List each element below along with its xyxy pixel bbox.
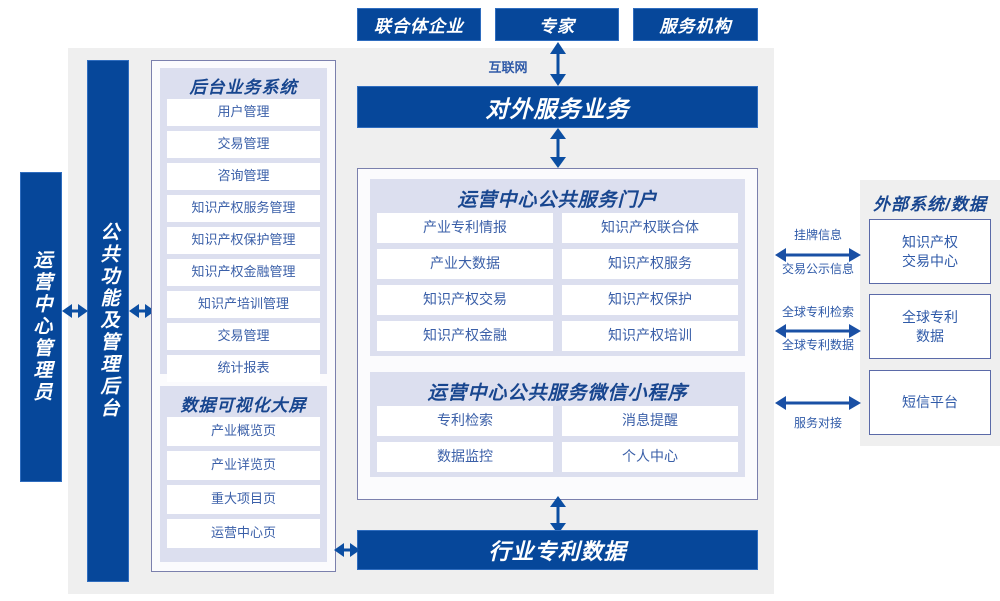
actor-label: 专家 — [539, 17, 575, 36]
industry-patent-data-label: 行业专利数据 — [488, 539, 627, 564]
actor-label: 服务机构 — [659, 17, 732, 36]
portal-item[interactable]: 知识产权保护 — [562, 285, 738, 315]
portal-item[interactable]: 知识产权培训 — [562, 321, 738, 351]
external-arrow-label-patent-data: 全球专利数据 — [781, 338, 854, 352]
backend-system-item[interactable]: 交易管理 — [167, 323, 320, 350]
portal-item[interactable]: 知识产权金融 — [377, 321, 553, 351]
operator-admin-bar[interactable]: 运营中心管理员 — [20, 172, 62, 482]
external-arrow-label-service-docking: 服务对接 — [793, 416, 842, 430]
external-box-sms-platform[interactable]: 短信平台 — [869, 370, 991, 435]
backend-system-item[interactable]: 知识产权服务管理 — [167, 195, 320, 222]
backend-system-item[interactable]: 知识产培训管理 — [167, 291, 320, 318]
external-arrow-trading — [775, 245, 861, 270]
portal-to-data-arrow — [545, 496, 571, 539]
portal-title: 运营中心公共服务门户 — [457, 190, 658, 211]
backend-to-modules-arrow — [129, 300, 155, 327]
actor-box-service-org[interactable]: 服务机构 — [633, 8, 758, 41]
backend-system-item[interactable]: 知识产权保护管理 — [167, 227, 320, 254]
portal-item[interactable]: 产业专利情报 — [377, 213, 553, 243]
visualization-item[interactable]: 运营中心页 — [167, 519, 320, 548]
operator-admin-label: 运营中心管理员 — [30, 250, 52, 404]
backend-system-item[interactable]: 用户管理 — [167, 99, 320, 126]
external-service-bar[interactable]: 对外服务业务 — [357, 86, 758, 128]
common-function-backend-bar[interactable]: 公共功能及管理后台 — [87, 60, 129, 582]
backend-system-item[interactable]: 统计报表 — [167, 355, 320, 382]
internet-label: 互联网 — [488, 60, 528, 75]
backend-system-item[interactable]: 咨询管理 — [167, 163, 320, 190]
backend-system-title: 后台业务系统 — [189, 78, 298, 97]
portal-item[interactable]: 知识产权服务 — [562, 249, 738, 279]
portal-item[interactable]: 产业大数据 — [377, 249, 553, 279]
actor-box-expert[interactable]: 专家 — [495, 8, 619, 41]
visualization-title: 数据可视化大屏 — [180, 396, 307, 415]
external-systems-title: 外部系统/数据 — [873, 195, 987, 214]
external-arrow-label-patent-search: 全球专利检索 — [781, 305, 854, 319]
visualization-item[interactable]: 重大项目页 — [167, 485, 320, 514]
service-to-portal-arrow — [545, 128, 571, 173]
external-arrow-label-public-notice: 交易公示信息 — [781, 262, 854, 276]
external-box-global-patent-data[interactable]: 全球专利 数据 — [869, 294, 991, 359]
miniprogram-item[interactable]: 数据监控 — [377, 442, 553, 472]
internet-arrow — [545, 42, 571, 91]
common-function-backend-label: 公共功能及管理后台 — [97, 222, 119, 420]
external-arrow-sms — [775, 393, 861, 418]
portal-item[interactable]: 知识产权交易 — [377, 285, 553, 315]
portal-item[interactable]: 知识产权联合体 — [562, 213, 738, 243]
visualization-item[interactable]: 产业详览页 — [167, 451, 320, 480]
external-service-label: 对外服务业务 — [485, 96, 630, 122]
external-box-ip-trading-center[interactable]: 知识产权 交易中心 — [869, 219, 991, 284]
external-arrow-patent — [775, 321, 861, 346]
miniprogram-item[interactable]: 个人中心 — [562, 442, 738, 472]
visualization-item[interactable]: 产业概览页 — [167, 417, 320, 446]
external-arrow-label-listing: 挂牌信息 — [793, 228, 842, 242]
industry-patent-data-bar[interactable]: 行业专利数据 — [357, 530, 758, 570]
backend-system-item[interactable]: 交易管理 — [167, 131, 320, 158]
miniprogram-item[interactable]: 消息提醒 — [562, 406, 738, 436]
actor-box-union-enterprise[interactable]: 联合体企业 — [357, 8, 481, 41]
admin-to-backend-arrow — [62, 300, 88, 327]
miniprogram-title: 运营中心公共服务微信小程序 — [427, 383, 688, 404]
modules-to-data-arrow — [334, 539, 360, 566]
actor-label: 联合体企业 — [374, 17, 464, 36]
backend-system-item[interactable]: 知识产权金融管理 — [167, 259, 320, 286]
miniprogram-item[interactable]: 专利检索 — [377, 406, 553, 436]
